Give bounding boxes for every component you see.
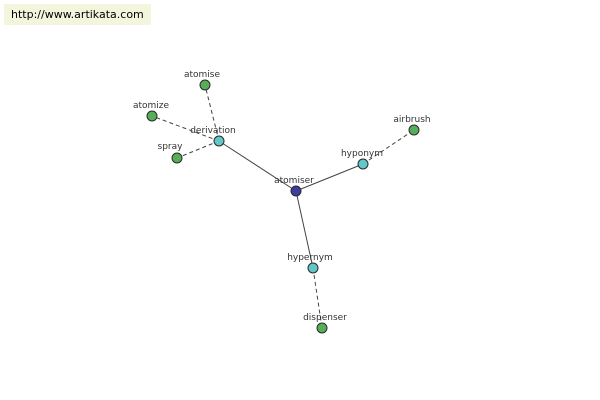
graph-node-hyponym[interactable]: hyponym <box>341 149 383 170</box>
relation-node-circle-hypernym[interactable] <box>307 262 319 274</box>
graph-node-airbrush[interactable]: airbrush <box>393 115 431 136</box>
node-label-spray: spray <box>158 142 184 152</box>
graph-node-atomize[interactable]: atomize <box>133 101 170 122</box>
graph-node-dispenser[interactable]: dispenser <box>303 313 347 334</box>
word-node-circle-atomise[interactable] <box>199 79 211 91</box>
node-label-airbrush: airbrush <box>393 115 430 125</box>
node-label-hyponym: hyponym <box>341 149 383 159</box>
graph-edge-derivation-spray <box>176 140 220 159</box>
node-label-derivation: derivation <box>190 126 236 136</box>
word-node-circle-dispenser[interactable] <box>316 322 328 334</box>
node-label-atomise: atomise <box>184 70 221 80</box>
graph-node-atomiser[interactable]: atomiser <box>274 176 314 197</box>
relation-node-circle-hyponym[interactable] <box>357 158 369 170</box>
graph-edge-atomiser-hyponym <box>295 163 364 192</box>
center-node-circle-atomiser[interactable] <box>290 185 302 197</box>
graph-edge-atomiser-hypernym <box>295 190 314 269</box>
graph-node-atomise[interactable]: atomise <box>184 70 221 91</box>
relation-node-circle-derivation[interactable] <box>213 135 225 147</box>
node-label-atomiser: atomiser <box>274 176 314 186</box>
node-label-dispenser: dispenser <box>303 313 347 323</box>
graph-edge-derivation-atomize <box>151 115 220 142</box>
page-url: http://www.artikata.com <box>4 4 151 25</box>
graph-edge-hyponym-airbrush <box>362 129 415 165</box>
node-label-hypernym: hypernym <box>287 253 333 263</box>
word-node-circle-spray[interactable] <box>171 152 183 164</box>
word-node-circle-airbrush[interactable] <box>408 124 420 136</box>
graph-node-spray[interactable]: spray <box>158 142 184 164</box>
node-label-atomize: atomize <box>133 101 170 111</box>
graph-edge-derivation-atomise <box>204 84 220 142</box>
graph-node-derivation[interactable]: derivation <box>190 126 236 147</box>
graph-edge-atomiser-derivation <box>218 140 297 192</box>
word-node-circle-atomize[interactable] <box>146 110 158 122</box>
graph-node-hypernym[interactable]: hypernym <box>287 253 333 274</box>
graph-edge-hypernym-dispenser <box>312 267 323 329</box>
